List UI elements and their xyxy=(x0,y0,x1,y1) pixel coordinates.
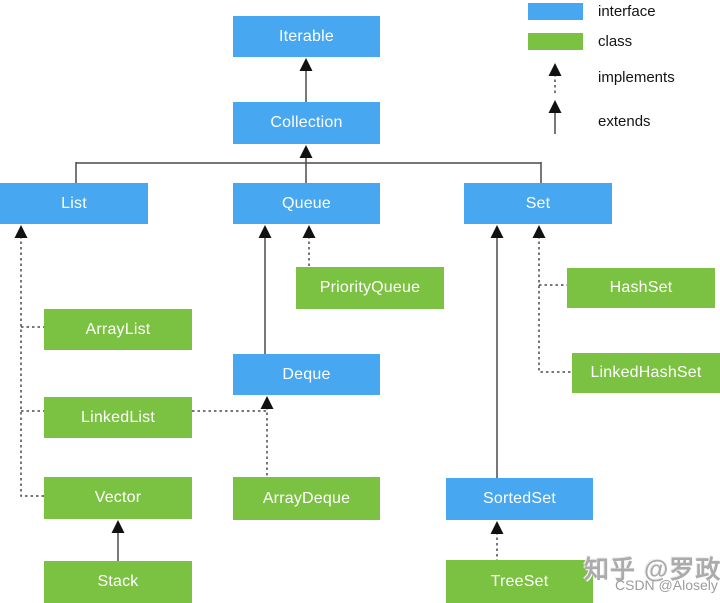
tree-arrow-into-collection-arrowhead xyxy=(299,145,313,158)
deque-extends-queue-arrowhead xyxy=(258,225,272,238)
watermark-zhihu: 知乎 @罗政 xyxy=(584,556,720,584)
node-list: List xyxy=(0,183,148,224)
set-implementors-trunk-arrowhead xyxy=(532,225,546,238)
node-arraylist: ArrayList xyxy=(44,309,192,350)
arraydeque-implements-deque-arrowhead xyxy=(260,396,274,409)
list-implementors-trunk-arrowhead xyxy=(14,225,28,238)
legend-interface-swatch xyxy=(528,3,583,20)
legend-class-label: class xyxy=(598,33,633,50)
node-treeset: TreeSet xyxy=(446,560,593,603)
node-deque: Deque xyxy=(233,354,380,395)
treeset-implements-sortedset-arrowhead xyxy=(490,521,504,534)
node-set: Set xyxy=(464,183,612,224)
legend-class-swatch xyxy=(528,33,583,50)
node-linkedlist-label: LinkedList xyxy=(80,408,156,426)
node-arraydeque: ArrayDeque xyxy=(233,477,380,520)
node-linkedhashset-label: LinkedHashSet xyxy=(590,364,702,381)
node-stack: Stack xyxy=(44,561,192,603)
node-deque-label: Deque xyxy=(282,365,331,383)
node-sortedset-label: SortedSet xyxy=(483,490,556,507)
collection-extends-iterable-arrowhead xyxy=(299,58,313,71)
set-implementors-trunk xyxy=(538,236,572,373)
node-queue-label: Queue xyxy=(281,194,332,212)
node-linkedhashset: LinkedHashSet xyxy=(572,353,720,393)
node-iterable-label: Iterable xyxy=(279,27,334,45)
node-stack-label: Stack xyxy=(97,573,139,590)
list-implementors-trunk xyxy=(20,236,44,497)
node-priorityqueue: PriorityQueue xyxy=(296,267,444,309)
watermark-csdn: CSDN @Alosely xyxy=(615,577,718,593)
sortedset-extends-set-arrowhead xyxy=(490,225,504,238)
legend-extends-arrow-arrowhead xyxy=(548,100,562,113)
node-sortedset: SortedSet xyxy=(446,478,593,520)
node-arraydeque-label: ArrayDeque xyxy=(262,489,351,507)
node-priorityqueue-label: PriorityQueue xyxy=(319,279,421,296)
node-vector: Vector xyxy=(44,477,192,519)
node-collection: Collection xyxy=(233,102,380,144)
priorityqueue-implements-queue-arrowhead xyxy=(302,225,316,238)
legend-implements-label: implements xyxy=(598,69,675,86)
node-linkedlist: LinkedList xyxy=(44,397,192,438)
node-queue: Queue xyxy=(233,183,380,224)
stack-extends-vector-arrowhead xyxy=(111,520,125,533)
node-treeset-label: TreeSet xyxy=(490,572,549,590)
node-set-label: Set xyxy=(525,194,551,212)
node-collection-label: Collection xyxy=(270,114,343,131)
legend-extends-label: extends xyxy=(598,113,651,130)
node-iterable: Iterable xyxy=(233,16,380,57)
node-arraylist-label: ArrayList xyxy=(85,320,151,338)
node-vector-label: Vector xyxy=(94,489,142,506)
node-hashset: HashSet xyxy=(567,268,715,308)
node-hashset-label: HashSet xyxy=(609,279,673,296)
node-list-label: List xyxy=(61,194,87,212)
legend-implements-arrow-arrowhead xyxy=(548,63,562,76)
legend-interface-label: interface xyxy=(598,3,656,20)
